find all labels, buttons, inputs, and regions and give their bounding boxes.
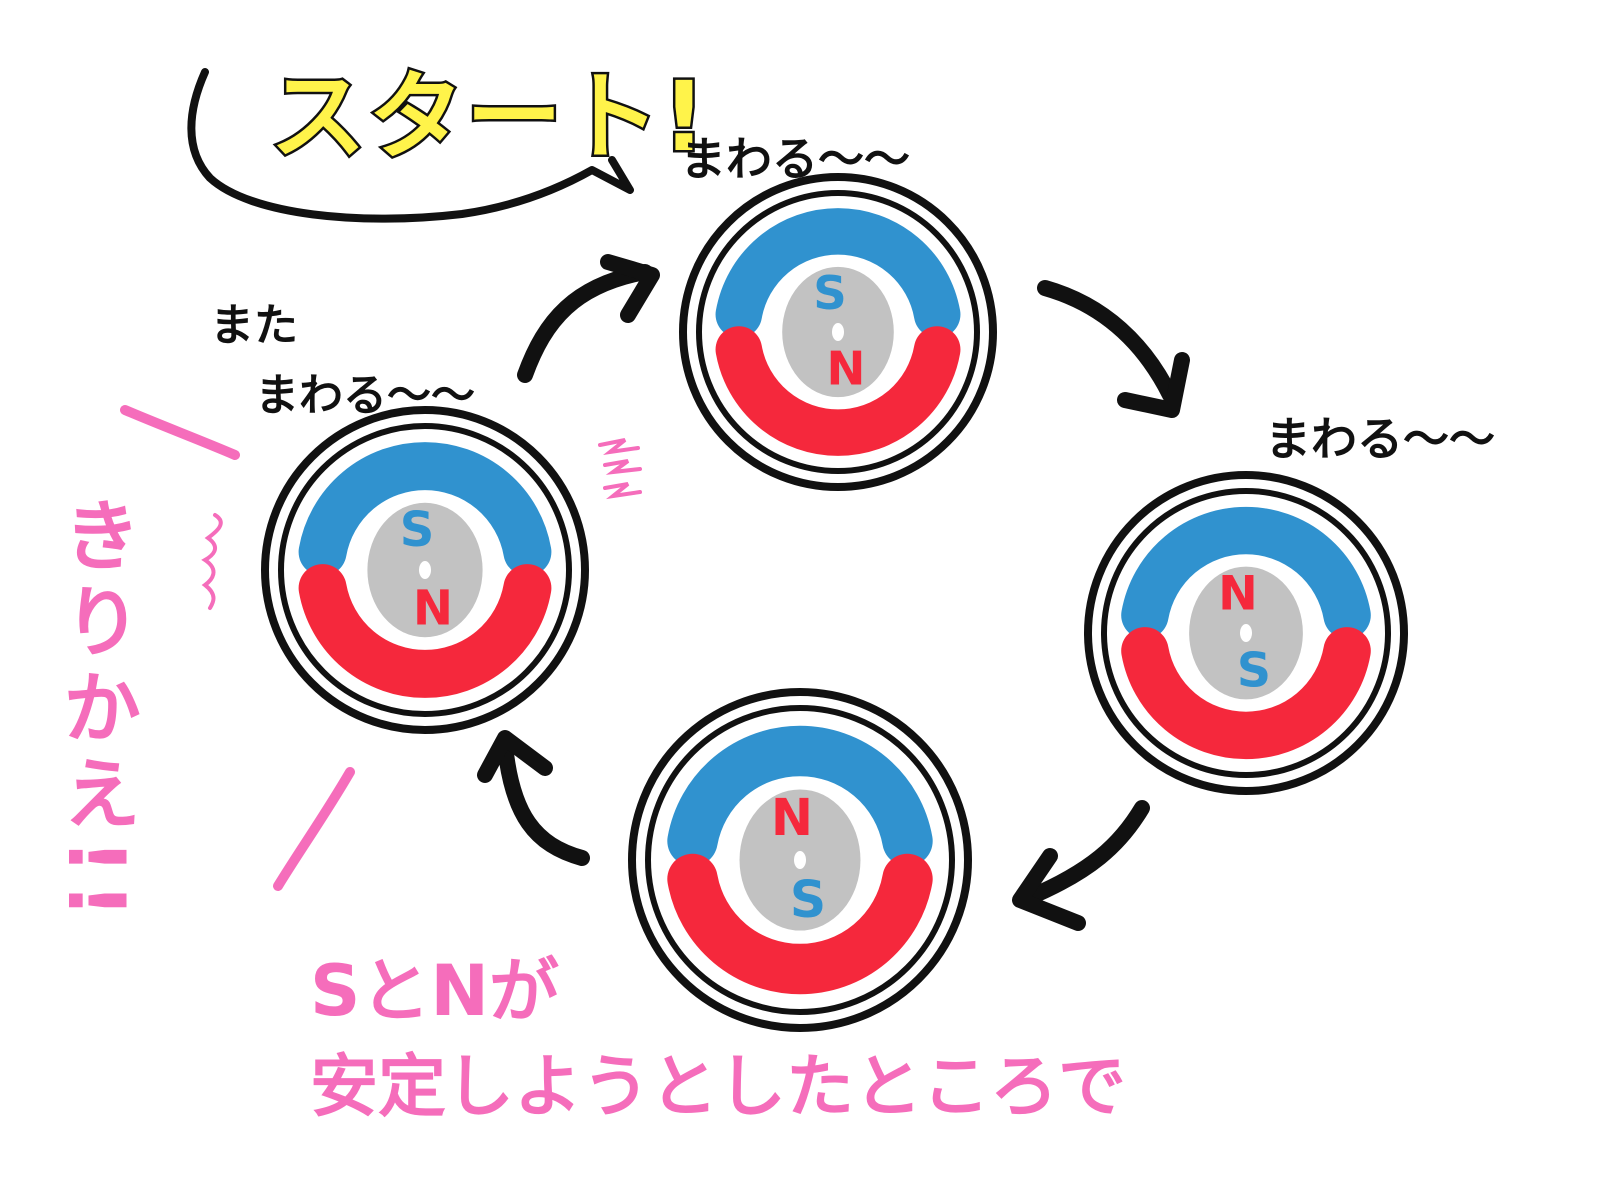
rotor-pole-bottom: N [827,342,866,396]
vibration-mark-right [598,438,642,500]
flow-arrow-right-to-bottom [1012,800,1150,931]
rotor-pole-top: S [400,502,435,558]
caption-line1: SとNが [310,950,559,1032]
rotor-axle [832,323,844,341]
motor-top: SN [679,173,997,491]
vibration-mark-left [201,513,223,610]
start-title: スタート! [270,61,708,173]
rotor-axle [419,561,431,579]
stator-magnet-top [298,442,552,576]
rotor-pole-top: N [1218,566,1258,621]
motor-left: SN [261,406,589,734]
motor-outer-ring [1084,471,1408,795]
rotor-pole-bottom: S [1237,644,1271,699]
stator-magnet-bottom [298,564,552,698]
switch-accent-bottom [273,767,355,891]
label-switch: きりかえ!! [50,495,140,926]
rotor-pole-bottom: S [790,870,826,929]
start-bubble-outline [187,68,634,223]
stator-magnet-top [715,208,961,338]
motor-right: NS [1084,471,1408,795]
stator-magnet-bottom [715,326,961,456]
rotor-axle [794,851,806,869]
label-rotate-2: まわる〜〜 [1265,412,1495,466]
motor-outer-ring [679,173,997,491]
rotor-pole-top: S [813,266,847,320]
flow-arrow-bottom-to-left [477,730,590,866]
switch-accent-top [120,405,240,460]
flow-arrow-left-to-top [517,254,660,383]
flow-arrow-top-to-right [1037,280,1190,418]
stator-magnet-top [1121,506,1371,639]
label-again-line1: また [210,300,298,351]
rotor-pole-top: N [771,788,813,847]
rotor-axle [1240,624,1252,642]
stator-magnet-top [667,725,933,867]
motor-outer-ring [261,406,589,734]
motor-outer-ring [628,688,972,1032]
motor-bottom: NS [628,688,972,1032]
stator-magnet-bottom [667,853,933,995]
stator-magnet-bottom [1121,627,1371,760]
caption-line2: 安定しようとしたところで [310,1048,1126,1127]
rotor-pole-bottom: N [413,580,453,636]
